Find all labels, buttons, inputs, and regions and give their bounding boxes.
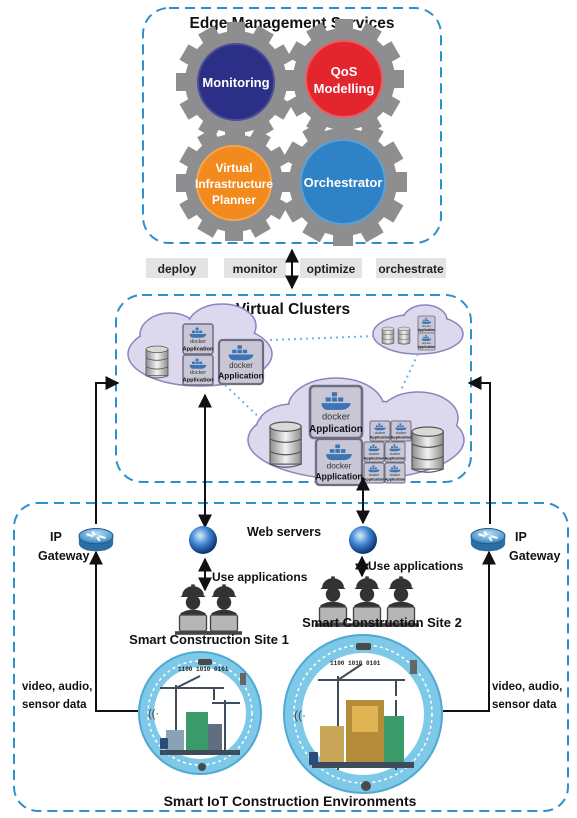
orchestrator-label: Orchestrator bbox=[304, 175, 383, 190]
svg-text:Gateway: Gateway bbox=[38, 549, 89, 563]
edge-management-box bbox=[142, 7, 442, 244]
left-data-label-line1: video, audio, bbox=[22, 681, 92, 693]
docker-app-icon bbox=[384, 462, 407, 484]
docker-app-icon bbox=[363, 462, 386, 484]
action-monitor: monitor bbox=[224, 258, 286, 278]
qos-label-line2: Modelling bbox=[314, 81, 375, 96]
use-applications-label-1: Use applications bbox=[212, 570, 308, 584]
right-data-label-line1: video, audio, bbox=[492, 681, 562, 693]
cluster-interconnects bbox=[224, 335, 419, 421]
planner-label-line2: Infrastructure bbox=[195, 177, 273, 191]
qos-label-line1: QoS bbox=[331, 64, 358, 79]
ip-gateway-left: IP Gateway bbox=[38, 527, 115, 563]
qos-modelling-gear: QoS Modelling bbox=[284, 19, 404, 139]
virtual-clusters-title: Virtual Clusters bbox=[236, 301, 350, 318]
docker-app-icon bbox=[417, 332, 436, 351]
web-server-globe-icon bbox=[189, 526, 217, 554]
binary-data-icon: 1100 1010 0101 bbox=[330, 660, 381, 667]
sensor-device-icon bbox=[410, 660, 417, 674]
docker-app-icon bbox=[363, 441, 386, 463]
svg-text:Gateway: Gateway bbox=[509, 549, 560, 563]
cloud-cluster-2 bbox=[372, 304, 464, 355]
right-data-label-line2: sensor data bbox=[492, 699, 557, 711]
worker-icon bbox=[174, 583, 212, 636]
router-icon bbox=[469, 527, 507, 553]
sensor-device-icon bbox=[240, 673, 246, 685]
site1-title: Smart Construction Site 1 bbox=[129, 632, 289, 647]
web-servers-label: Web servers bbox=[247, 525, 321, 539]
planner-label-line1: Virtual bbox=[215, 161, 252, 175]
smart-iot-footer-title: Smart IoT Construction Environments bbox=[164, 793, 417, 809]
svg-text:monitor: monitor bbox=[233, 262, 278, 276]
planner-label-line3: Planner bbox=[212, 193, 256, 207]
database-icon bbox=[397, 326, 411, 345]
web-server-globe-icon bbox=[349, 526, 377, 554]
use-applications-label-2: Use applications bbox=[368, 559, 464, 573]
database-icon bbox=[411, 426, 444, 473]
left-sensor-data-arrow bbox=[89, 550, 138, 712]
monitoring-gear: Monitoring bbox=[176, 22, 296, 142]
database-icon bbox=[145, 345, 169, 379]
virtual-infrastructure-planner-gear: Virtual Infrastructure Planner bbox=[176, 125, 292, 241]
svg-text:optimize: optimize bbox=[307, 262, 356, 276]
left-data-label-line2: sensor data bbox=[22, 699, 87, 711]
database-icon bbox=[381, 326, 395, 345]
router-icon bbox=[77, 527, 115, 553]
cctv-camera-icon bbox=[356, 643, 371, 650]
construction-site-1-ring: 1100 1010 0101 ((· bbox=[138, 651, 262, 775]
docker-app-icon bbox=[369, 420, 392, 442]
docker-app-icon bbox=[314, 437, 364, 487]
right-sensor-data-arrow bbox=[443, 550, 496, 712]
left-gateway-uplink-arrow bbox=[95, 376, 120, 524]
monitoring-label: Monitoring bbox=[202, 75, 269, 90]
cloud-cluster-1 bbox=[127, 303, 273, 387]
action-orchestrate: orchestrate bbox=[376, 258, 446, 278]
docker-app-icon bbox=[181, 323, 215, 355]
location-pin-icon bbox=[361, 781, 371, 791]
wifi-signal-icon: ((· bbox=[148, 708, 159, 720]
docker-app-icon bbox=[307, 384, 365, 440]
cctv-camera-icon bbox=[198, 659, 212, 665]
cloud-cluster-3 bbox=[247, 377, 465, 487]
tablet-icon bbox=[160, 738, 168, 749]
svg-text:IP: IP bbox=[50, 530, 62, 544]
docker-app-icon bbox=[217, 338, 265, 386]
svg-text:orchestrate: orchestrate bbox=[378, 262, 444, 276]
docker-app-icon bbox=[384, 441, 407, 463]
orchestrator-gear: Orchestrator bbox=[279, 118, 407, 246]
site2-title: Smart Construction Site 2 bbox=[302, 615, 462, 630]
docker-app-icon bbox=[390, 420, 413, 442]
ip-gateway-right: IP Gateway bbox=[469, 527, 560, 563]
docker-app-icon bbox=[417, 315, 436, 334]
construction-site-2-ring: 1100 1010 0101 ((· bbox=[283, 634, 443, 794]
docker-app-icon bbox=[181, 354, 215, 386]
right-gateway-uplink-arrow bbox=[467, 376, 491, 524]
worker-icon bbox=[205, 583, 243, 636]
svg-text:deploy: deploy bbox=[158, 262, 197, 276]
location-pin-icon bbox=[198, 763, 206, 771]
wifi-signal-icon: ((· bbox=[294, 708, 306, 722]
action-optimize: optimize bbox=[300, 258, 362, 278]
tablet-icon bbox=[309, 752, 318, 765]
smart-iot-environments-box bbox=[13, 502, 569, 812]
svg-text:IP: IP bbox=[515, 530, 527, 544]
action-deploy: deploy bbox=[146, 258, 208, 278]
binary-data-icon: 1100 1010 0101 bbox=[178, 666, 229, 673]
database-icon bbox=[269, 421, 302, 468]
